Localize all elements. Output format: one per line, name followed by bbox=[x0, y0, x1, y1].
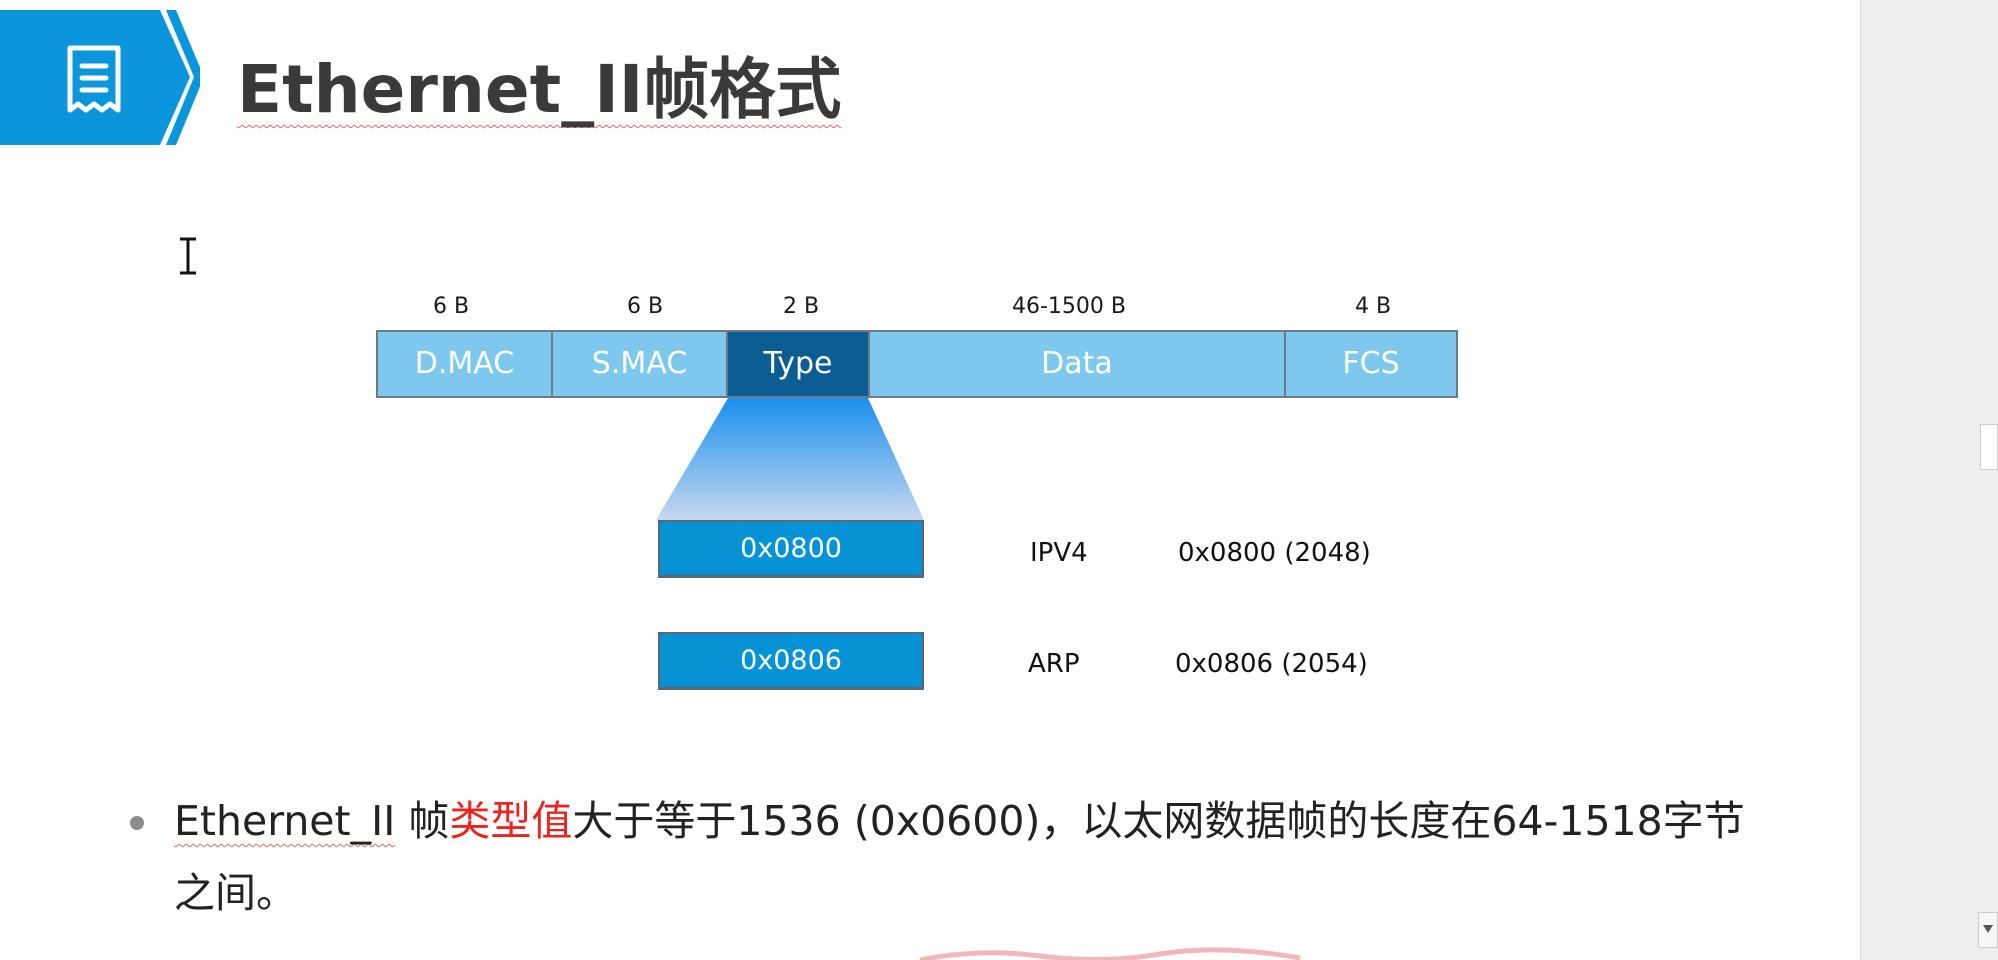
document-list-icon bbox=[67, 45, 121, 113]
bullet-dot bbox=[130, 816, 144, 830]
scroll-down-button[interactable] bbox=[1978, 912, 1998, 948]
protocol-name-ipv4: IPV4 bbox=[1030, 538, 1088, 568]
protocol-value-ipv4: 0x0800 (2048) bbox=[1178, 538, 1371, 568]
size-label-data: 46-1500 B bbox=[1011, 294, 1126, 319]
type-zoom-connector bbox=[656, 398, 924, 520]
protocol-name-arp: ARP bbox=[1028, 649, 1080, 679]
bottom-decoration bbox=[919, 947, 1301, 960]
field-type: Type bbox=[726, 330, 870, 398]
bullet-text: Ethernet_II 帧类型值大于等于1536 (0x0600)，以太网数据帧… bbox=[174, 785, 1754, 929]
text-cursor-icon bbox=[180, 237, 196, 275]
bullet-text-part2: 大于等于1536 (0x0600)，以太网数据帧的长度在64-1518字节之间。 bbox=[174, 797, 1745, 917]
field-dmac: D.MAC bbox=[376, 330, 553, 398]
type-value-box-arp: 0x0806 bbox=[658, 632, 924, 690]
field-data: Data bbox=[868, 330, 1286, 398]
size-label-smac: 6 B bbox=[626, 294, 664, 319]
size-label-type: 2 B bbox=[782, 294, 820, 319]
slide-canvas: Ethernet_II帧格式 6 B 6 B 2 B 46-1500 B 4 B… bbox=[0, 10, 1754, 960]
field-fcs: FCS bbox=[1284, 330, 1458, 398]
scroll-down-arrow-icon bbox=[1983, 925, 1993, 933]
header-banner bbox=[0, 10, 200, 145]
bullet-highlight: 类型值 bbox=[449, 797, 573, 845]
bullet-text-part1: 帧 bbox=[395, 797, 450, 845]
page-title: Ethernet_II帧格式 bbox=[237, 51, 842, 128]
size-label-dmac: 6 B bbox=[432, 294, 470, 319]
field-smac: S.MAC bbox=[551, 330, 728, 398]
type-value-box-ipv4: 0x0800 bbox=[658, 520, 924, 578]
protocol-value-arp: 0x0806 (2054) bbox=[1175, 649, 1368, 679]
bullet-term: Ethernet_II bbox=[174, 797, 396, 845]
scrollbar-thumb[interactable] bbox=[1980, 424, 1998, 470]
size-label-fcs: 4 B bbox=[1354, 294, 1392, 319]
side-panel bbox=[1860, 0, 1998, 960]
